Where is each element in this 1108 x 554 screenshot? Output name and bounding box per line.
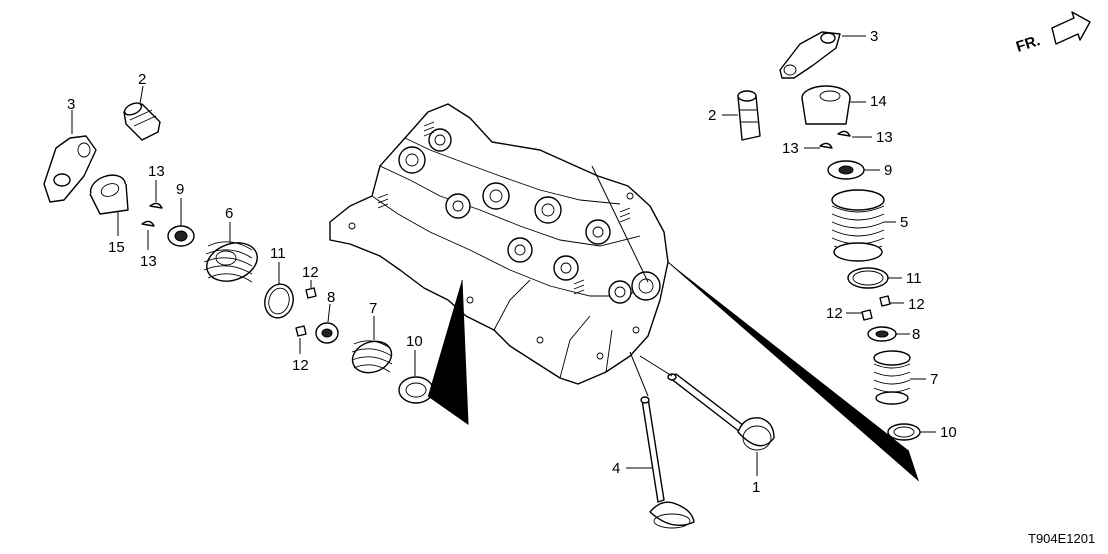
valve-spring-7-left	[351, 340, 393, 374]
valve-keeper-12-left-a	[305, 287, 317, 299]
callout-7-left: 7	[369, 300, 377, 317]
callout-10-left: 10	[406, 333, 423, 350]
intake-valve-1	[667, 373, 775, 451]
callout-4-valve: 4	[612, 460, 620, 477]
assembly-guide-lines	[427, 165, 920, 482]
callout-3-left: 3	[67, 96, 75, 113]
callout-12-left-a: 12	[302, 264, 319, 281]
lash-adjuster-left	[123, 102, 161, 141]
callout-11-right: 11	[906, 270, 922, 287]
callout-14-right: 14	[870, 93, 887, 110]
valve-spring-6	[203, 241, 258, 283]
callout-6-left: 6	[225, 205, 233, 222]
callout-12-right-a: 12	[908, 296, 925, 313]
callout-11-left: 11	[270, 245, 286, 262]
callout-9-left: 9	[176, 181, 184, 198]
valve-spring-5	[831, 189, 885, 262]
rocker-arm-left	[43, 135, 97, 203]
valve-keeper-12-right-a	[879, 295, 891, 307]
roller-follower-right	[801, 85, 851, 125]
valve-spring-7-right	[873, 350, 911, 405]
valve-keeper-12-left-b	[295, 325, 307, 337]
callout-1-valve: 1	[752, 479, 760, 496]
spring-retainer-right	[827, 160, 865, 180]
front-arrow-icon	[1051, 11, 1091, 45]
valve-keeper-left-a	[149, 202, 163, 209]
callout-3-right: 3	[870, 28, 878, 45]
callout-8-left: 8	[327, 289, 335, 306]
valve-keeper-right-a	[837, 130, 851, 137]
rocker-arm-right	[779, 31, 841, 79]
roller-follower-left	[89, 174, 129, 215]
cylinder-head	[329, 103, 669, 385]
diagram-code: T904E1201	[1028, 531, 1095, 546]
callout-12-right-b: 12	[826, 305, 843, 322]
callout-10-right: 10	[940, 424, 957, 441]
valve-keeper-right-b	[819, 142, 833, 149]
valve-keeper-12-right-b	[861, 309, 873, 321]
front-direction-label: FR.	[1014, 32, 1042, 56]
spring-seat-10-right	[887, 423, 921, 441]
spring-seat-10-left	[398, 376, 434, 404]
callout-9-right: 9	[884, 162, 892, 179]
callout-5-right: 5	[900, 214, 908, 231]
callout-13-right-a: 13	[782, 140, 799, 157]
callout-13-left-a: 13	[148, 163, 165, 180]
lash-adjuster-right	[737, 90, 761, 141]
callout-7-right: 7	[930, 371, 938, 388]
callout-13-left-b: 13	[140, 253, 157, 270]
callout-2-left: 2	[138, 71, 146, 88]
callout-12-left-b: 12	[292, 357, 309, 374]
front-direction-indicator: FR.	[1014, 11, 1091, 56]
seal-ring-11-left	[264, 283, 294, 319]
valve-keeper-left-b	[141, 220, 155, 227]
seal-ring-11-right	[847, 267, 889, 289]
exhaust-valve-4	[640, 396, 695, 529]
spring-retainer-left	[167, 225, 195, 247]
callout-2-right: 2	[708, 107, 716, 124]
spring-retainer-8-right	[867, 326, 897, 342]
callout-15-left: 15	[108, 239, 125, 256]
callout-8-right: 8	[912, 326, 920, 343]
callout-13-right-b: 13	[876, 129, 893, 146]
spring-retainer-8-left	[315, 322, 339, 344]
